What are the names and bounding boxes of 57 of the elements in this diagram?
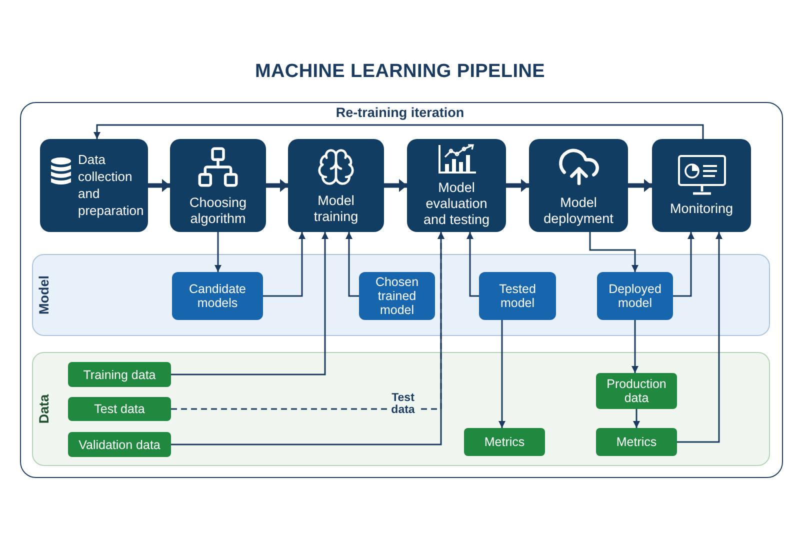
connector-arrow	[633, 409, 640, 428]
connector-arrow	[94, 124, 704, 139]
lane-label: Data	[36, 394, 52, 424]
node-label: Production data	[606, 377, 668, 405]
block-arrow	[148, 182, 170, 190]
item-box	[68, 397, 171, 421]
swimlane	[32, 254, 770, 336]
process-box	[40, 139, 148, 232]
process-box	[529, 139, 628, 232]
node-label: Candidate models	[188, 282, 247, 310]
node-label: Model evaluation and testing	[422, 180, 491, 228]
diagram-title: MACHINE LEARNING PIPELINE	[254, 61, 546, 83]
connector-arrow	[589, 232, 638, 272]
node-label: Tested model	[498, 282, 537, 310]
connector-arrow	[214, 232, 222, 272]
node-label: Data collection and preparation	[78, 151, 145, 219]
item-box	[596, 373, 677, 409]
connector-arrow	[171, 232, 328, 376]
item-box	[359, 272, 435, 320]
node-label: Validation data	[78, 438, 160, 452]
item-box	[172, 272, 263, 320]
connector-arrow	[498, 320, 506, 428]
connector-arrow	[677, 232, 722, 443]
node-label: Model deployment	[542, 194, 614, 226]
block-arrow	[506, 182, 529, 190]
item-box	[68, 432, 171, 457]
item-box	[479, 272, 556, 320]
edge-label: Re-training iteration	[336, 105, 464, 121]
connector-arrow	[466, 232, 479, 297]
node-label: Test data	[94, 402, 145, 416]
block-arrow	[384, 182, 407, 190]
connector-arrow	[346, 232, 359, 297]
item-box	[68, 362, 171, 387]
block-arrow	[266, 182, 288, 190]
node-label: Model training	[312, 192, 360, 224]
connector-arrow	[171, 232, 444, 446]
connector-arrow	[673, 232, 694, 297]
node-label: Monitoring	[670, 200, 734, 216]
node-label: Chosen trained model	[374, 275, 420, 317]
item-box	[596, 428, 677, 456]
edge-label: Test data	[389, 392, 417, 416]
lane-label: Model	[36, 276, 52, 314]
process-box	[288, 139, 384, 232]
node-label: Metrics	[616, 435, 657, 449]
connector-arrow	[263, 232, 306, 297]
node-label: Training data	[83, 368, 156, 382]
block-arrow	[628, 182, 652, 190]
process-box	[407, 139, 506, 232]
process-box	[170, 139, 266, 232]
node-label: Choosing algorithm	[188, 194, 248, 226]
item-box	[464, 428, 545, 456]
process-box	[652, 139, 751, 232]
node-label: Deployed model	[608, 282, 662, 310]
node-label: Metrics	[484, 435, 525, 449]
connector-arrow	[632, 320, 638, 373]
item-box	[597, 272, 673, 320]
swimlane	[32, 352, 770, 466]
